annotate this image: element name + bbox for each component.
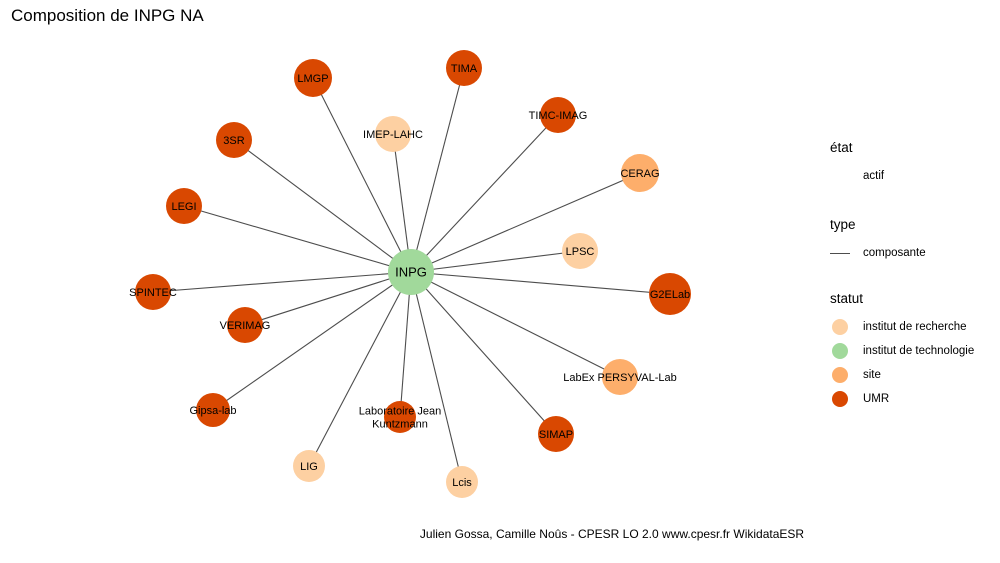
graph-edge [392, 133, 412, 273]
graph-edge [308, 271, 412, 467]
graph-node-verimag [227, 307, 263, 343]
graph-node-label: LPSC [566, 246, 595, 258]
graph-node-label: INPG [395, 265, 427, 280]
graph-edge [410, 250, 581, 273]
graph-node-g2elab [649, 273, 691, 315]
legend-item-label: UMR [863, 393, 890, 405]
legend-item-site: site [830, 363, 974, 387]
graph-edge [399, 271, 412, 418]
graph-node-3sr [216, 122, 252, 158]
plot-title: Composition de INPG NA [11, 6, 204, 25]
graph-edge [410, 271, 671, 295]
graph-node-label: LabEx PERSYVAL-Lab [563, 372, 677, 384]
graph-node-label: VERIMAG [220, 320, 271, 332]
graph-node-label: TIMA [451, 63, 478, 75]
legend-item-institut-de-technologie: institut de technologie [830, 339, 974, 363]
legend-section-type: type composante [830, 217, 926, 265]
graph-node-label: G2ELab [650, 289, 690, 301]
graph-edge [410, 271, 621, 378]
graph-node-lcis [446, 466, 478, 498]
graph-edge [410, 114, 559, 273]
graph-node-legi [166, 188, 202, 224]
status-dot-icon [832, 391, 848, 407]
graph-edge [183, 205, 412, 273]
legend-item-label: site [863, 369, 881, 381]
graph-node-laboratoire-jean-kuntzmann [384, 401, 416, 433]
legend-item-label: institut de technologie [863, 345, 975, 357]
graph-node-lpsc [562, 233, 598, 269]
graph-node-lig [293, 450, 325, 482]
graph-node-spintec [135, 274, 171, 310]
graph-node-cerag [621, 154, 659, 192]
legend-item-umr: UMR [830, 387, 974, 411]
legend-statut-items: institut de recherche institut de technol… [830, 315, 974, 411]
legend-section-etat: état actif [830, 140, 884, 188]
graph-edge [212, 271, 412, 411]
graph-node-tima [446, 50, 482, 86]
graph-node-label: SPINTEC [129, 287, 177, 299]
graph-edge [152, 271, 412, 293]
blank-key-icon [830, 168, 850, 184]
graph-edge [233, 139, 412, 273]
graph-node-labex-persyval-lab [602, 359, 638, 395]
graph-node-label: Lcis [452, 477, 472, 489]
graph-node-label: SIMAP [539, 429, 573, 441]
legend-statut-title: statut [830, 291, 864, 306]
legend-type-title: type [830, 217, 856, 232]
graph-node-label: LMGP [297, 73, 328, 85]
graph-node-timc-imag [540, 97, 576, 133]
legend-etat-title: état [830, 140, 853, 155]
graph-edge [312, 77, 412, 273]
legend-item-actif: actif [830, 164, 884, 188]
edge-line-icon [830, 252, 850, 254]
graph-edge [410, 271, 463, 483]
graph-edge [410, 67, 465, 273]
graph-edge [410, 172, 641, 273]
graph-node-label: Gipsa-lab [189, 405, 236, 417]
graph-node-label: CERAG [620, 168, 659, 180]
legend-item-label: institut de recherche [863, 321, 967, 333]
legend-item-label: actif [863, 170, 885, 182]
legend-item-institut-de-recherche: institut de recherche [830, 315, 974, 339]
graph-edge [410, 271, 557, 435]
graph-node-label: TIMC-IMAG [529, 110, 588, 122]
caption: Julien Gossa, Camille Noûs - CPESR LO 2.… [419, 527, 805, 541]
graph-node-simap [538, 416, 574, 452]
legend-item-composante: composante [830, 241, 926, 265]
graph-edge [244, 271, 412, 326]
graph-node-label: IMEP-LAHC [363, 129, 423, 141]
graph-node-label: LIG [300, 461, 318, 473]
status-dot-icon [832, 343, 848, 359]
graph-node-label: 3SR [223, 135, 244, 147]
legend-item-label: composante [863, 247, 926, 259]
graph-node-lmgp [294, 59, 332, 97]
graph-node-gipsa-lab [196, 393, 230, 427]
graph-node-inpg [388, 249, 434, 295]
graph-node-label: LEGI [171, 201, 196, 213]
status-dot-icon [832, 367, 848, 383]
status-dot-icon [832, 319, 848, 335]
graph-node-imep-lahc [375, 116, 411, 152]
